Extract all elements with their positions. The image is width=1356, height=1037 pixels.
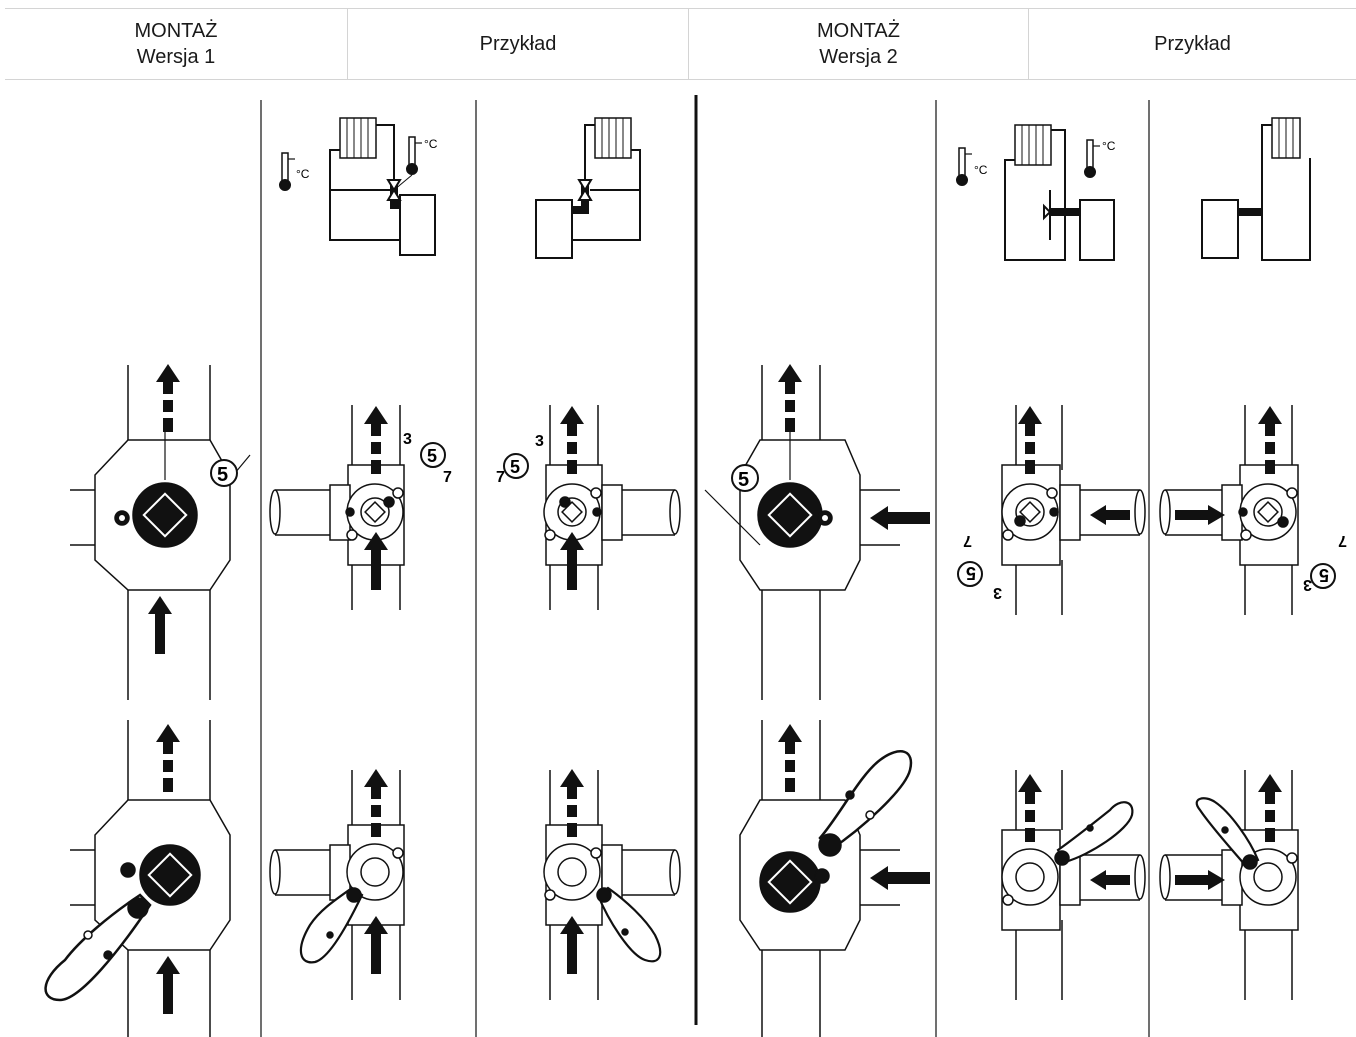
header-line2: Wersja 2 bbox=[819, 46, 898, 68]
header-cell-montaz-1: MONTAŻ Wersja 1 bbox=[5, 9, 348, 79]
valve-wersja-1 bbox=[70, 365, 251, 700]
temp-unit-label: °C bbox=[424, 137, 438, 151]
heating-schematic-2 bbox=[535, 117, 641, 259]
callout-number: 5 bbox=[966, 563, 976, 583]
temp-unit-label: °C bbox=[296, 167, 310, 181]
valve-lever-example-2 bbox=[543, 770, 681, 1000]
mark-7: 7 bbox=[443, 469, 452, 486]
mark-7: 7 bbox=[496, 469, 505, 486]
column-dividers bbox=[260, 95, 1150, 1037]
mark-3: 3 bbox=[403, 431, 412, 448]
callout-number: 5 bbox=[510, 457, 520, 477]
callout-circle bbox=[210, 459, 238, 487]
header-line1: MONTAŻ bbox=[817, 20, 900, 42]
callout-circle bbox=[1310, 563, 1336, 589]
valve-example-3 bbox=[1001, 405, 1146, 615]
valve-example-2 bbox=[543, 405, 681, 610]
mark-3: 3 bbox=[535, 433, 544, 450]
callout-number: 5 bbox=[1319, 565, 1329, 585]
flow-arrow-left bbox=[870, 506, 930, 530]
header-line1: MONTAŻ bbox=[134, 20, 218, 42]
header-line2: Wersja 1 bbox=[136, 46, 216, 68]
header-cell-example-2: Przykład bbox=[1029, 9, 1356, 79]
heating-schematic-4 bbox=[1201, 117, 1311, 261]
header-line1: Przykład bbox=[479, 33, 557, 55]
callout-circle bbox=[420, 442, 446, 468]
callout-number: 5 bbox=[427, 446, 437, 466]
flow-arrow-left bbox=[1090, 505, 1130, 525]
mark-3: 3 bbox=[1303, 576, 1312, 593]
temp-unit-label: °C bbox=[974, 163, 988, 177]
callout-circle bbox=[503, 453, 529, 479]
valve-example-4 bbox=[1159, 405, 1299, 615]
header-cell-example-1: Przykład bbox=[348, 9, 689, 79]
header-table: MONTAŻ Wersja 1 Przykład MONTAŻ Wersja 2… bbox=[5, 8, 1356, 80]
header-cell-montaz-2: MONTAŻ Wersja 2 bbox=[689, 9, 1029, 79]
heating-schematic-3 bbox=[956, 124, 1115, 261]
mark-3: 3 bbox=[993, 584, 1002, 601]
valve-lever-example-1 bbox=[269, 770, 405, 1000]
flow-arrow-right bbox=[1175, 505, 1225, 525]
valve-example-1 bbox=[269, 405, 405, 610]
callout-number: 5 bbox=[217, 464, 228, 486]
flow-arrow-left bbox=[870, 866, 930, 890]
valve-wersja-2 bbox=[704, 365, 900, 700]
valve-lever-wersja-2 bbox=[739, 720, 913, 1037]
flow-arrow-left bbox=[1090, 870, 1130, 890]
mark-7: 7 bbox=[963, 532, 972, 549]
callout-circle bbox=[957, 561, 983, 587]
valve-lever-wersja-1 bbox=[44, 720, 231, 1037]
callout-circle bbox=[731, 464, 759, 492]
heating-schematic-1 bbox=[279, 117, 436, 256]
valve-lever-example-3 bbox=[1001, 770, 1146, 1000]
mark-7: 7 bbox=[1338, 532, 1347, 549]
header-line1: Przykład bbox=[1154, 33, 1231, 55]
valve-lever-example-4 bbox=[1159, 770, 1299, 1000]
callout-number: 5 bbox=[738, 469, 749, 491]
temp-unit-label: °C bbox=[1102, 139, 1116, 153]
flow-arrow-right bbox=[1175, 870, 1225, 890]
